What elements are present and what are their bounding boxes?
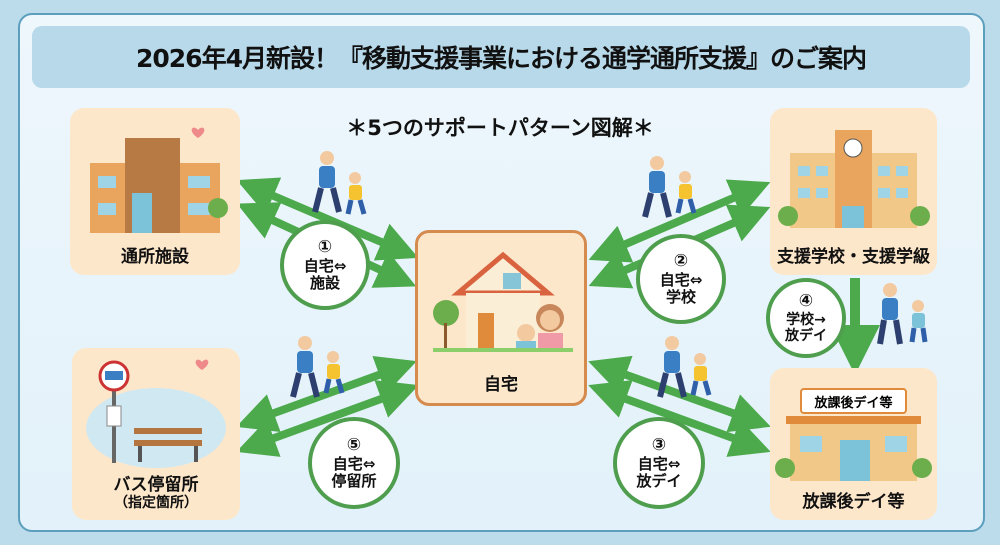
pattern-number: ⑤ xyxy=(346,434,362,455)
school-tile: 支援学校・支援学級 xyxy=(770,108,937,275)
after-school-sign: 放課後デイ等 xyxy=(800,388,907,414)
pattern-route: 学校→ xyxy=(786,311,826,328)
pattern-1-badge: ① 自宅⇔ 施設 xyxy=(280,220,370,310)
after-school-building-icon xyxy=(775,416,932,481)
bus-stop-icon xyxy=(86,359,226,468)
bus-stop-note: （指定箇所） xyxy=(114,495,198,512)
pattern-route: 放デイ xyxy=(636,471,682,490)
pattern-number: ③ xyxy=(651,434,667,455)
arrow-home-afterschool xyxy=(588,380,771,457)
facility-tile: 通所施設 xyxy=(70,108,240,275)
pattern-number: ② xyxy=(673,250,689,271)
pattern-route: 自宅⇔ xyxy=(659,270,703,289)
arrow-busstop-home xyxy=(236,380,419,457)
pattern-route: 自宅⇔ xyxy=(332,454,376,473)
school-label: 支援学校・支援学級 xyxy=(777,246,930,267)
pattern-2-badge: ② 自宅⇔ 学校 xyxy=(636,234,726,324)
pattern-route: 学校 xyxy=(665,287,696,306)
facility-label: 通所施設 xyxy=(121,246,189,267)
pattern-4-badge: ④ 学校→ 放デイ xyxy=(766,278,846,358)
facility-building-icon xyxy=(90,127,228,233)
home-label: 自宅 xyxy=(484,374,518,395)
title-bar: 2026年4月新設！『移動支援事業における通学通所支援』のご案内 xyxy=(32,26,970,88)
pattern-route: 停留所 xyxy=(331,471,377,490)
school-building-icon xyxy=(778,130,930,228)
pattern-route: 放デイ xyxy=(785,327,827,344)
pattern-5-badge: ⑤ 自宅⇔ 停留所 xyxy=(308,417,400,509)
page-title: 2026年4月新設！『移動支援事業における通学通所支援』のご案内 xyxy=(136,44,867,73)
bus-stop-label: バス停留所 xyxy=(113,474,199,495)
walking-people-icon xyxy=(290,151,928,398)
pattern-route: 施設 xyxy=(309,273,340,292)
arrow-busstop-home xyxy=(236,356,417,432)
pattern-number: ④ xyxy=(798,291,814,312)
pattern-route: 自宅⇔ xyxy=(303,256,347,275)
pattern-number: ① xyxy=(317,236,333,257)
pattern-route: 自宅⇔ xyxy=(637,454,681,473)
home-house-icon xyxy=(433,251,573,352)
home-tile: 自宅 xyxy=(415,230,587,406)
pattern-3-badge: ③ 自宅⇔ 放デイ xyxy=(613,417,705,509)
bus-stop-tile: バス停留所 （指定箇所） xyxy=(72,348,240,520)
subtitle: ＊5つのサポートパターン図解＊ xyxy=(346,116,654,140)
after-school-tile: 放課後デイ等 放課後デイ等 xyxy=(770,368,937,520)
after-school-label: 放課後デイ等 xyxy=(802,491,905,512)
